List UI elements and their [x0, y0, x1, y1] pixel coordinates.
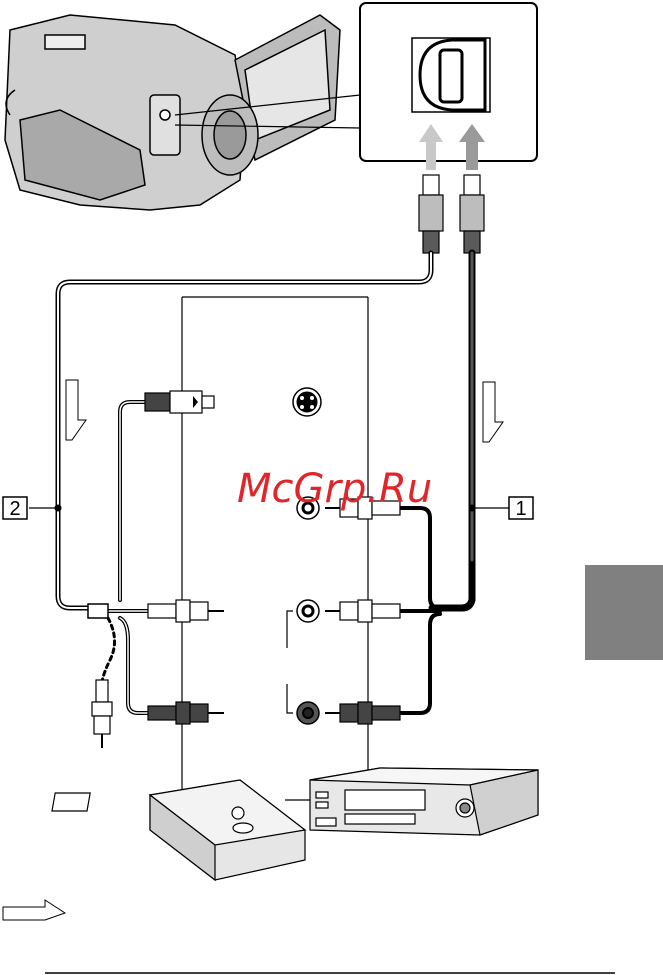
- rca-jack-audio-white: [297, 600, 319, 622]
- av-plug-right: [460, 175, 484, 253]
- audio-bracket: [287, 611, 293, 713]
- cable-2-junction: [88, 604, 108, 618]
- av-plug-left: [419, 175, 443, 253]
- chapter-side-tab: [585, 565, 663, 660]
- signal-flow-legend-arrow: [3, 900, 65, 920]
- rca-plug-yellow-unused: [92, 680, 112, 748]
- camcorder: [5, 15, 340, 210]
- watermark: McGrp.Ru: [237, 466, 432, 512]
- s-video-jack: [293, 388, 321, 416]
- rca-plug-red-left: [148, 702, 224, 724]
- rca-plug-red-right: [325, 702, 400, 724]
- zoom-box-av-jack: [360, 3, 537, 161]
- s-video-plug: [145, 391, 214, 413]
- rca-jack-audio-red: [297, 702, 319, 724]
- signal-flow-arrow-left: [66, 380, 86, 440]
- rca-plug-white-right: [325, 600, 400, 622]
- rca-plug-white-left: [148, 600, 224, 622]
- callout-1-label: 1: [515, 498, 526, 520]
- vcr: [310, 768, 538, 835]
- callout-2-label: 2: [9, 498, 20, 520]
- signal-flow-arrow-right: [483, 382, 503, 442]
- dvd-recorder: [52, 780, 305, 880]
